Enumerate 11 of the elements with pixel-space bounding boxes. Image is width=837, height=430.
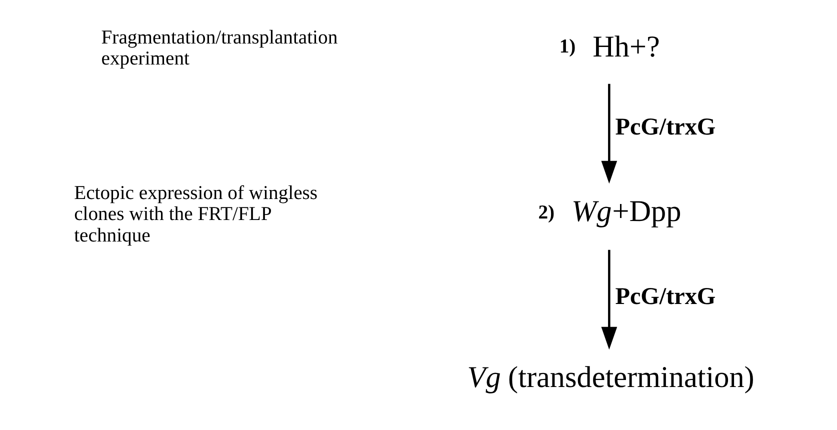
node-label: 2)	[538, 202, 554, 224]
label: Fragmentation/transplantation experiment	[100, 28, 338, 70]
node-text: Hh+?	[592, 30, 660, 64]
node-text: Vg (transdetermination)	[466, 360, 754, 394]
arrow	[600, 250, 617, 350]
arrow	[600, 84, 617, 184]
node-label: 1)	[558, 36, 576, 58]
label: Ectopic expression of wingless clones with the FRT/FLP technique	[74, 183, 318, 246]
edge-label: PcG/trxG	[614, 282, 716, 310]
node-text: Wg+Dpp	[570, 194, 681, 228]
edge-label: PcG/trxG	[614, 114, 716, 141]
